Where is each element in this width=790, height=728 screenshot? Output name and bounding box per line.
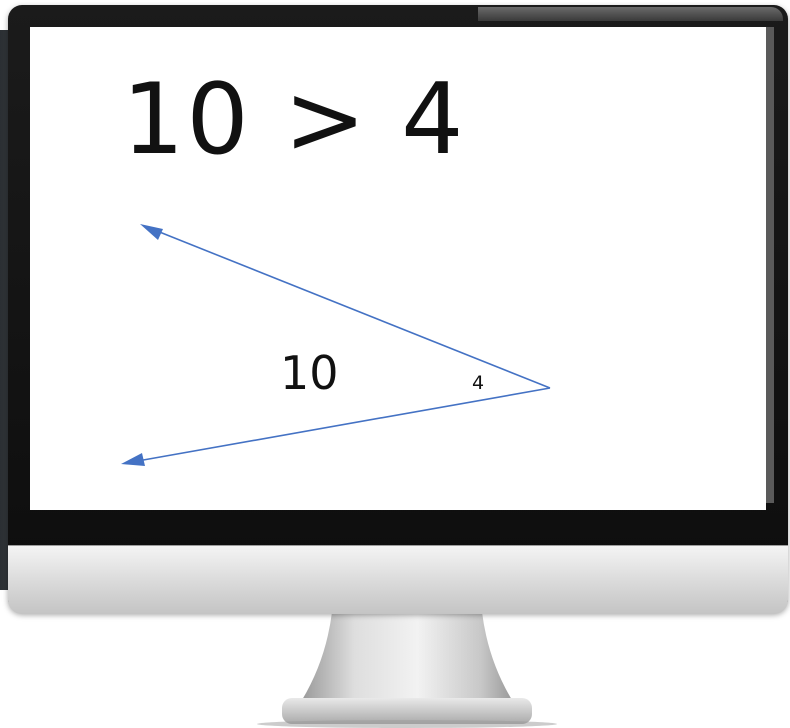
lower-ray	[131, 387, 551, 463]
arrowhead-upper-icon	[140, 224, 163, 240]
bezel-highlight	[478, 7, 783, 21]
angle-label-small: 4	[472, 372, 485, 394]
angle-label-large: 10	[280, 346, 339, 400]
screen-edge	[766, 27, 774, 503]
monitor-chin	[8, 545, 788, 614]
upper-ray	[151, 228, 551, 389]
stand-base	[282, 698, 532, 724]
stand-neck	[302, 612, 512, 700]
arrowhead-lower-icon	[121, 453, 145, 466]
comparison-heading: 10 > 4	[122, 63, 466, 177]
monitor-screen	[30, 27, 766, 510]
